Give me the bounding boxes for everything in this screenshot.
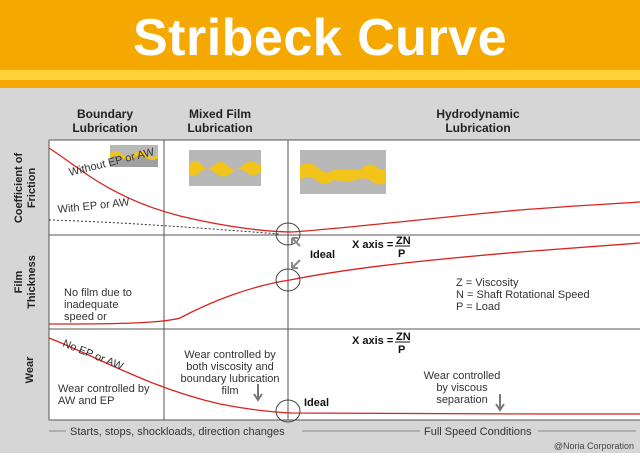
- no-film-line2: inadequate: [64, 299, 118, 311]
- stribeck-diagram: Boundary Lubrication Mixed Film Lubricat…: [13, 107, 640, 451]
- header-hydro-line2: Lubrication: [445, 121, 510, 135]
- no-film-line1: No film due to: [64, 287, 132, 299]
- wear-both-line3: boundary lubrication: [180, 373, 279, 385]
- legend-n: N = Shaft Rotational Speed: [456, 289, 590, 301]
- x-axis-den-film: P: [398, 248, 405, 260]
- header-boundary-line2: Lubrication: [72, 121, 137, 135]
- no-film-line3: speed or: [64, 311, 107, 323]
- header-hydro-line1: Hydrodynamic: [436, 107, 520, 121]
- row-label-friction-line2: Friction: [26, 168, 38, 209]
- wear-curve: [48, 337, 640, 415]
- wear-both-line4: film: [221, 385, 238, 397]
- wear-both-text: Wear controlled by both viscosity and bo…: [180, 349, 279, 397]
- ideal-arrows: [291, 237, 301, 269]
- legend-p: P = Load: [456, 301, 500, 313]
- title-banner: Stribeck Curve: [0, 0, 640, 88]
- x-axis-num-wear: ZN: [396, 331, 411, 343]
- ideal-label-wear: Ideal: [304, 397, 329, 409]
- page-title: Stribeck Curve: [132, 9, 508, 67]
- x-axis-num-film: ZN: [396, 235, 411, 247]
- banner-stripe: [0, 70, 640, 80]
- row-label-film: Film Thickness: [13, 255, 38, 309]
- row-label-film-line1: Film: [13, 270, 25, 293]
- wear-viscous-line1: Wear controlled: [424, 370, 501, 382]
- surface-illustration-hydro: [300, 150, 386, 194]
- ideal-marker-wear: [275, 399, 301, 423]
- header-mixed-line1: Mixed Film: [189, 107, 251, 121]
- header-boundary-line1: Boundary: [77, 107, 133, 121]
- surface-illustration-mixed: [189, 150, 261, 186]
- arrow-down-icon: [495, 394, 505, 412]
- friction-curve: [48, 147, 640, 233]
- wear-both-line1: Wear controlled by: [184, 349, 276, 361]
- wear-aw-line2: AW and EP: [58, 395, 114, 407]
- x-axis-prefix-wear: X axis =: [352, 335, 393, 347]
- ideal-marker-film: [275, 268, 301, 292]
- ideal-marker-friction: [275, 222, 301, 246]
- wear-viscous-line2: by viscous: [436, 382, 488, 394]
- footer-left-text: Starts, stops, shockloads, direction cha…: [70, 426, 285, 438]
- credit-text: @Noria Corporation: [554, 441, 634, 451]
- row-label-wear: Wear: [24, 356, 36, 383]
- diagram-board: Boundary Lubrication Mixed Film Lubricat…: [0, 88, 640, 453]
- header-mixed-line2: Lubrication: [187, 121, 252, 135]
- legend-z: Z = Viscosity: [456, 277, 519, 289]
- row-label-wear-line1: Wear: [24, 356, 36, 383]
- arrow-down-icon: [253, 384, 263, 402]
- film-thickness-curve: [48, 242, 640, 325]
- footer-right-text: Full Speed Conditions: [424, 426, 532, 438]
- friction-curve-with-ep: [48, 219, 281, 235]
- row-label-film-line2: Thickness: [26, 255, 38, 309]
- wear-viscous-line3: separation: [436, 394, 487, 406]
- x-axis-prefix-film: X axis =: [352, 239, 393, 251]
- surface-illustration-boundary: [110, 145, 158, 167]
- wear-both-line2: both viscosity and: [186, 361, 273, 373]
- wear-aw-line1: Wear controlled by: [58, 383, 150, 395]
- ideal-label-film: Ideal: [310, 249, 335, 261]
- row-label-friction: Coefficient of Friction: [13, 153, 38, 224]
- row-label-friction-line1: Coefficient of: [13, 153, 25, 224]
- x-axis-den-wear: P: [398, 344, 405, 356]
